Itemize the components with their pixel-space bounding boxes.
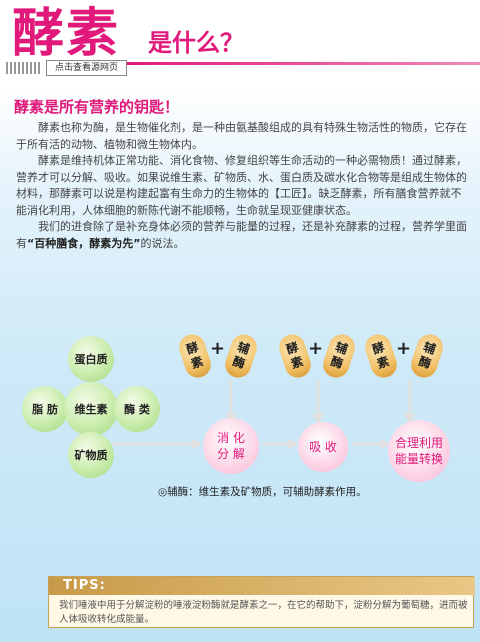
header-divider bbox=[126, 62, 480, 65]
node-vitamin: 维生素 bbox=[64, 382, 118, 436]
quote-highlight: “百种膳食，酵素为先” bbox=[27, 236, 141, 250]
section-title: 酵素是所有营养的钥匙！ bbox=[14, 98, 180, 116]
node-protein: 蛋白质 bbox=[68, 336, 114, 382]
paragraph-3: 我们的进食除了是补充身体必须的营养与能量的过程，还是补充酵素的过程，营养学里面有… bbox=[16, 219, 468, 252]
paragraph-1: 酵素也称为酶，是生物催化剂，是一种由氨基酸组成的具有特殊生物活性的物质，它存在于… bbox=[16, 121, 467, 151]
node-mineral: 矿物质 bbox=[68, 432, 114, 478]
view-source-link[interactable]: 点击查看源网页 bbox=[46, 60, 128, 76]
page-title-suffix: 是什么？ bbox=[148, 28, 244, 57]
coenzyme-note: ◎辅酶：维生素及矿物质，可辅助酵素作用。 bbox=[158, 486, 367, 498]
paragraph-3-text: 我们的进食除了是补充身体必须的营养与能量的过程，还是补充酵素的过程，营养学里面有 bbox=[16, 220, 467, 250]
node-enzymes: 酶 类 bbox=[114, 386, 160, 432]
paragraph-3-end: 的说法。 bbox=[140, 236, 185, 250]
plus-sign-1: + bbox=[210, 338, 226, 359]
step-absorb: 吸 收 bbox=[298, 422, 348, 472]
article-body: 酵素也称为酶，是生物催化剂，是一种由氨基酸组成的具有特殊生物活性的物质，它存在于… bbox=[16, 120, 468, 252]
plus-sign-3: + bbox=[396, 338, 412, 359]
step-utilize: 合理利用 能量转换 bbox=[388, 420, 450, 482]
plus-sign-2: + bbox=[308, 338, 324, 359]
tips-label: TIPS: bbox=[49, 577, 475, 595]
node-fat: 脂 肪 bbox=[22, 386, 68, 432]
decorative-stripes bbox=[6, 62, 42, 74]
paragraph-2: 酵素是维持机体正常功能、消化食物、修复组织等生命活动的一种必需物质！通过酵素，营… bbox=[16, 154, 467, 217]
step-digest: 消 化 分 解 bbox=[203, 418, 259, 474]
tips-box: TIPS: 我们唾液中用于分解淀粉的唾液淀粉酶就是酵素之一，在它的帮助下，淀粉分… bbox=[48, 576, 475, 628]
page-title: 酵素 bbox=[12, 3, 121, 64]
header: 酵素 是什么？ 点击查看源网页 bbox=[0, 0, 480, 80]
tips-text: 我们唾液中用于分解淀粉的唾液淀粉酶就是酵素之一，在它的帮助下，淀粉分解为葡萄糖，… bbox=[59, 600, 468, 625]
